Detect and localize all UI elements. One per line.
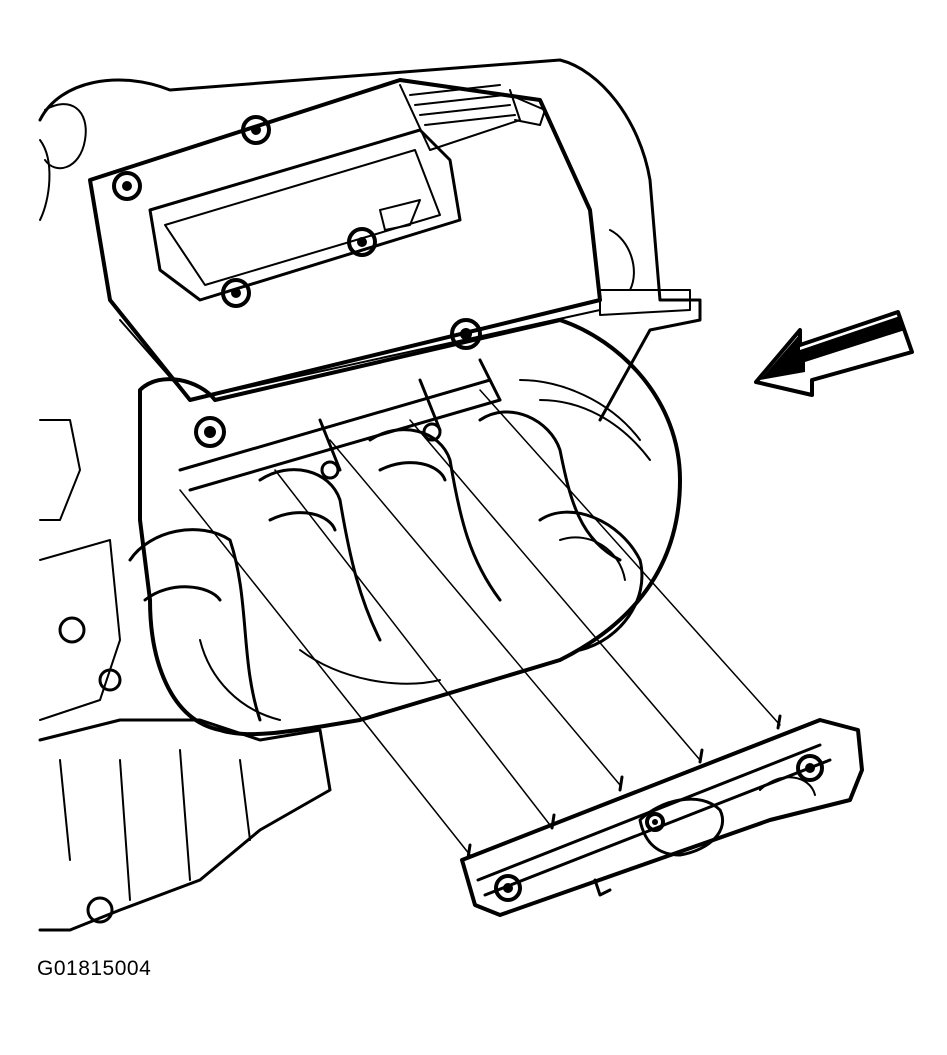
manifold-studs [318, 358, 502, 480]
bolt-icon [112, 171, 142, 201]
direction-arrow-icon [754, 310, 914, 397]
alignment-lines [179, 389, 781, 856]
bolt-icon [645, 812, 665, 832]
bolt-icon [221, 278, 251, 308]
engine-block [38, 58, 702, 932]
bolt-icon [347, 227, 377, 257]
heat-shield [460, 714, 864, 917]
figure-id: G01815004 [37, 957, 152, 980]
exhaust-manifold [128, 318, 682, 737]
bolt-icon [494, 874, 522, 902]
bolt-icon [241, 115, 271, 145]
bolt-icon [194, 416, 226, 448]
valve-cover [88, 78, 602, 402]
bolt-icon [450, 318, 482, 350]
bolt-icon [796, 754, 824, 782]
valve-cover-bolts [112, 115, 482, 448]
